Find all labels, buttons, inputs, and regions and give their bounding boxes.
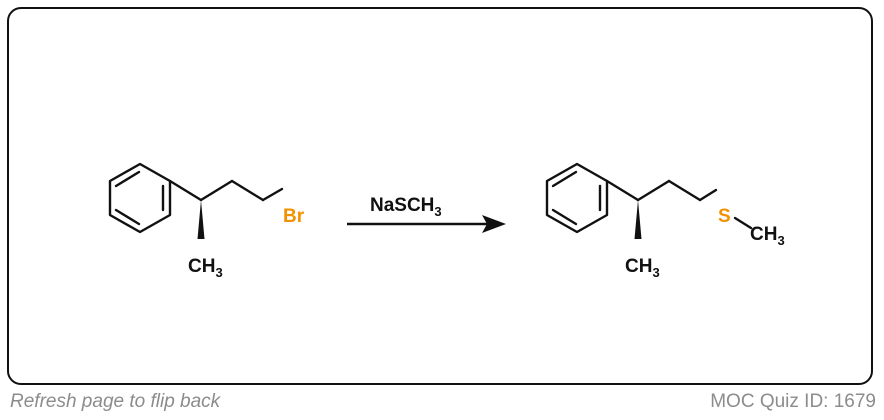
product-aromatic-bond [551, 208, 578, 226]
product-methyl-label: CH3 [625, 256, 660, 280]
reactant-bromine-label: Br [283, 206, 305, 227]
reactant-aromatic-bond [114, 170, 141, 188]
refresh-hint-text: Refresh page to flip back [10, 391, 221, 412]
reagent-label: NaSCH3 [370, 195, 442, 219]
product-molecule [545, 162, 753, 234]
product-sulfur-label: S [718, 206, 731, 227]
product-bond [733, 216, 753, 230]
product-bond [698, 188, 718, 202]
product-wedge-bond [634, 200, 642, 239]
product-s-methyl-label: CH3 [750, 224, 785, 248]
reactant-benzene-ring [108, 162, 172, 234]
product-bond [605, 179, 640, 202]
product-aromatic-bond [551, 170, 578, 188]
reaction-arrow [347, 215, 506, 233]
reactant-aromatic-bond [114, 208, 141, 226]
reactant-wedge-bond [197, 200, 205, 239]
reactant-methyl-label: CH3 [188, 256, 223, 280]
reaction-arrow-head [482, 215, 506, 233]
quiz-id-text: MOC Quiz ID: 1679 [710, 391, 876, 412]
reactant-bond [230, 179, 265, 202]
product-bond [636, 179, 671, 202]
product-benzene-ring [545, 162, 609, 234]
reactant-bond [261, 187, 284, 202]
product-bond [667, 179, 702, 202]
reactant-molecule [108, 162, 284, 234]
reactant-bond [199, 179, 234, 202]
quiz-card[interactable] [7, 7, 873, 385]
reactant-bond [168, 179, 203, 202]
